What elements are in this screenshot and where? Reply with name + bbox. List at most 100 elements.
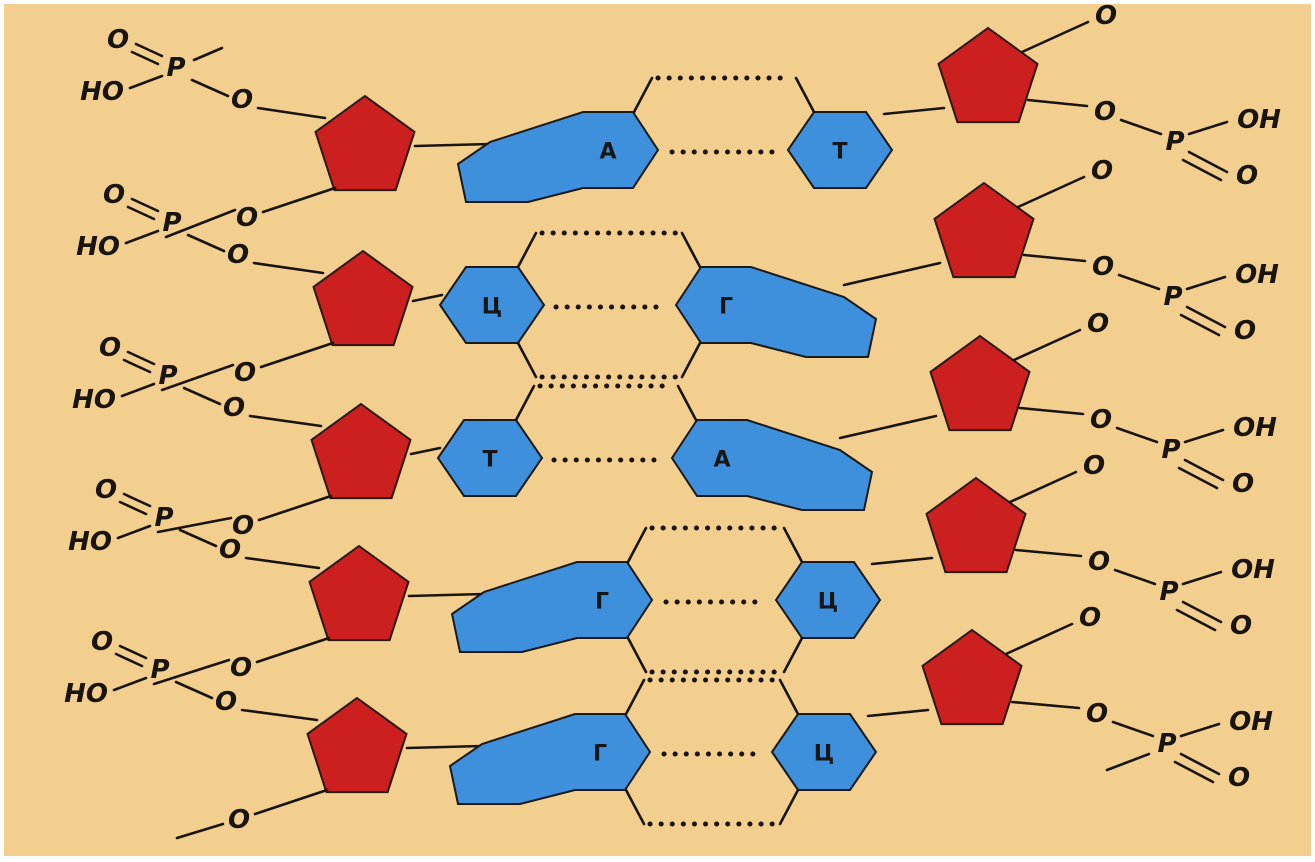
- double-bond-line: [118, 500, 148, 516]
- hydroxyl-label: HO: [72, 385, 116, 415]
- oxygen-label: O: [223, 393, 245, 423]
- bond-line: [257, 494, 333, 522]
- bond-line: [1183, 428, 1225, 444]
- bond-line: [174, 680, 214, 700]
- oxygen-label: O: [1086, 699, 1108, 729]
- glycosidic-bond: [882, 106, 946, 116]
- oxygen-label: O: [1228, 763, 1250, 793]
- oxygen-label: O: [1236, 161, 1258, 191]
- bond-line: [244, 556, 321, 570]
- bond-line: [1105, 752, 1151, 772]
- bond-line: [259, 341, 335, 369]
- deoxyribose-pentagon: [312, 249, 414, 347]
- deoxyribose-pentagon: [314, 94, 416, 192]
- hydroxyl-label: OH: [1229, 707, 1273, 737]
- double-bond-line: [130, 197, 160, 213]
- oxygen-label: O: [1232, 469, 1254, 499]
- bond-line: [192, 46, 224, 62]
- double-bond-line: [1173, 760, 1215, 784]
- purine-base: [670, 419, 874, 511]
- bond-line: [240, 708, 319, 722]
- phosphorus-label: P: [158, 361, 177, 391]
- oxygen-label: O: [215, 687, 237, 717]
- oxygen-label: O: [99, 333, 121, 363]
- oxygen-label: O: [107, 25, 129, 55]
- bond-line: [175, 822, 225, 840]
- bond-line: [164, 208, 237, 239]
- base-letter-right: Г: [719, 295, 733, 320]
- oxygen-label: O: [95, 475, 117, 505]
- left-nucleotide: P O HO O O: [72, 333, 412, 541]
- bond-line: [124, 229, 160, 245]
- bond-line: [624, 788, 646, 826]
- glycosidic-bond: [870, 556, 934, 566]
- bond-line: [1012, 328, 1082, 362]
- bond-line: [1117, 273, 1161, 291]
- oxygen-label: O: [1079, 603, 1101, 633]
- bond-line: [1187, 120, 1229, 136]
- oxygen-label: O: [103, 180, 125, 210]
- deoxyribose-pentagon: [933, 181, 1035, 279]
- phosphorus-label: P: [1159, 577, 1178, 607]
- phosphorus-label: P: [150, 655, 169, 685]
- double-bond-line: [126, 350, 156, 366]
- base-letter-right: Ц: [814, 742, 834, 767]
- double-bond-line: [1177, 466, 1219, 490]
- bond-line: [1008, 470, 1078, 504]
- bond-line: [256, 106, 327, 120]
- double-bond-line: [1175, 608, 1217, 632]
- phosphorus-label: P: [1165, 127, 1184, 157]
- deoxyribose-pentagon: [308, 544, 410, 642]
- double-bond-line: [1187, 150, 1229, 174]
- glycosidic-bond: [405, 744, 484, 750]
- double-bond-line: [122, 358, 152, 374]
- purine-base: [456, 111, 660, 203]
- bond-line: [1020, 20, 1090, 54]
- base-letter-right: Ц: [818, 590, 838, 615]
- oxygen-label: O: [91, 627, 113, 657]
- double-bond-line: [1181, 600, 1223, 624]
- phosphorus-label: P: [154, 503, 173, 533]
- glycosidic-bond: [407, 592, 486, 598]
- base-letter-left: Ц: [482, 295, 502, 320]
- double-bond-line: [130, 50, 160, 66]
- purine-base: [448, 713, 652, 805]
- bond-line: [1026, 98, 1089, 108]
- double-bond-line: [1179, 752, 1221, 776]
- bond-line: [252, 261, 325, 275]
- deoxyribose-pentagon: [925, 476, 1027, 574]
- bond-line: [778, 788, 800, 826]
- oxygen-label: O: [1094, 97, 1116, 127]
- deoxyribose-pentagon: [306, 696, 408, 794]
- bond-line: [1115, 426, 1159, 444]
- bond-line: [152, 658, 231, 686]
- oxygen-label: O: [1091, 156, 1113, 186]
- bond-line: [626, 636, 648, 674]
- bond-line: [1181, 570, 1223, 586]
- oxygen-label: O: [1083, 451, 1105, 481]
- bond-line: [112, 676, 148, 692]
- bond-line: [1018, 406, 1085, 416]
- double-bond-line: [114, 652, 144, 668]
- deoxyribose-pentagon: [921, 628, 1023, 726]
- bond-line: [626, 526, 648, 564]
- oxygen-label: O: [232, 511, 254, 541]
- bond-line: [1185, 275, 1227, 291]
- oxygen-label: O: [227, 240, 249, 270]
- purine-base: [674, 266, 878, 358]
- bond-line: [676, 384, 698, 422]
- bond-line: [514, 384, 536, 422]
- bond-line: [680, 231, 702, 269]
- oxygen-label: O: [1095, 1, 1117, 31]
